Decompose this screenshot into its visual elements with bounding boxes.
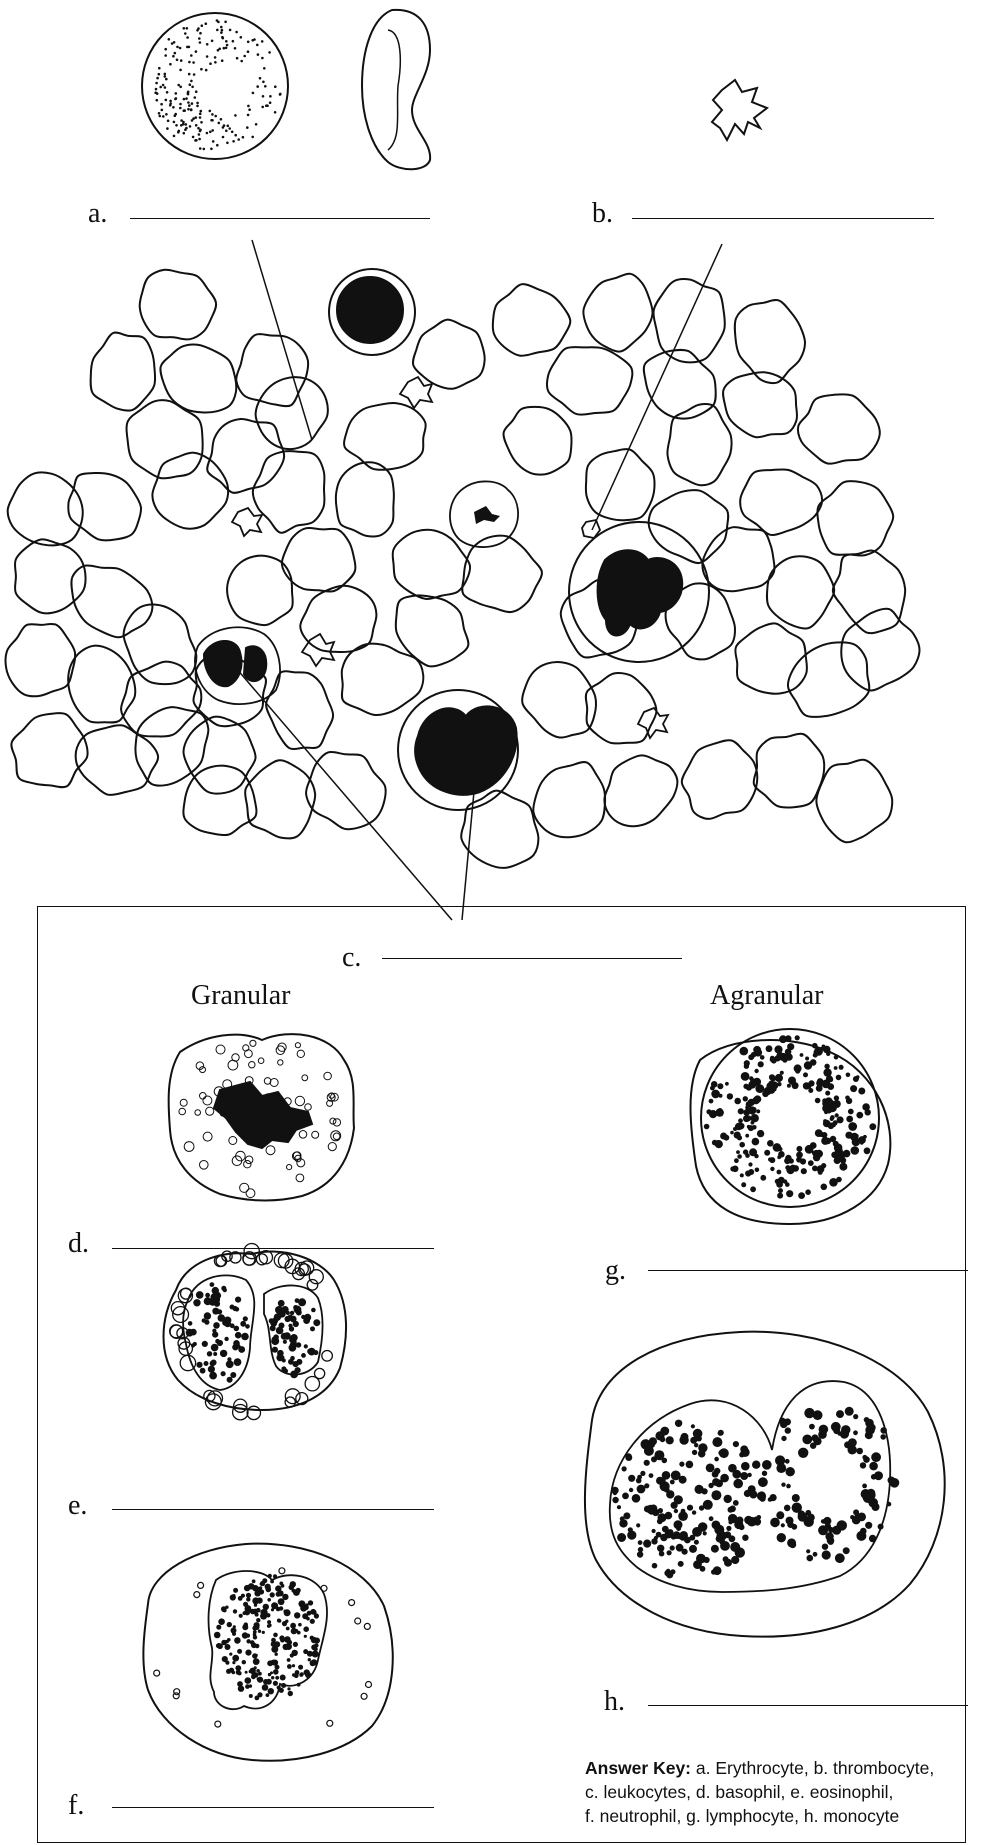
red-blood-cell <box>723 372 797 437</box>
red-blood-cell <box>152 453 228 529</box>
thrombocyte-illustration <box>712 80 767 140</box>
answer-blank-g[interactable] <box>648 1270 968 1271</box>
label-d: d. <box>68 1230 89 1258</box>
smear-platelets <box>232 377 668 738</box>
red-blood-cell <box>462 536 542 612</box>
heading-agranular: Agranular <box>710 982 824 1010</box>
red-blood-cell <box>413 320 485 389</box>
erythrocyte-side-view <box>362 10 430 169</box>
answer-blank-b[interactable] <box>632 218 934 219</box>
label-e: e. <box>68 1492 87 1520</box>
red-blood-cell <box>8 472 83 545</box>
red-blood-cell <box>336 462 394 536</box>
answer-key-line-1-text: a. Erythrocyte, b. thrombocyte, <box>696 1758 934 1778</box>
answer-key-line-3: f. neutrophil, g. lymphocyte, h. monocyt… <box>585 1804 985 1828</box>
smear-neutrophil <box>569 522 709 662</box>
red-blood-cell <box>682 740 758 819</box>
red-blood-cell <box>817 481 893 556</box>
red-blood-cell <box>344 403 426 470</box>
smear-basophil <box>450 481 518 547</box>
red-blood-cell <box>653 279 724 362</box>
red-blood-cell <box>183 717 255 794</box>
red-blood-cell <box>767 556 834 628</box>
label-a: a. <box>88 200 107 228</box>
smear-lymphocyte <box>329 269 415 355</box>
red-blood-cell <box>245 760 315 838</box>
smear-monocyte <box>398 690 518 810</box>
red-blood-cell <box>393 530 470 599</box>
red-blood-cell <box>140 270 216 340</box>
red-blood-cell <box>504 407 572 475</box>
answer-key-title: Answer Key: <box>585 1758 691 1778</box>
red-blood-cell <box>833 550 905 633</box>
red-blood-cell <box>91 333 155 411</box>
red-blood-cell <box>604 755 677 826</box>
answer-blank-a[interactable] <box>130 218 430 219</box>
red-blood-cell <box>266 671 333 749</box>
smear-eosinophil <box>195 627 280 704</box>
red-blood-cell <box>735 623 807 693</box>
red-blood-cell <box>649 490 729 563</box>
red-blood-cell <box>788 642 869 717</box>
answer-blank-h[interactable] <box>648 1705 968 1706</box>
red-blood-cell <box>300 586 376 652</box>
red-blood-cell <box>740 469 822 535</box>
red-blood-cell <box>754 734 825 808</box>
erythrocyte-face-view <box>142 13 288 159</box>
answer-blank-c[interactable] <box>382 958 682 959</box>
answer-blank-e[interactable] <box>112 1509 434 1510</box>
red-blood-cell <box>282 528 356 592</box>
red-blood-cell <box>253 451 325 533</box>
answer-blank-d[interactable] <box>112 1248 434 1249</box>
answer-key: Answer Key: a. Erythrocyte, b. thrombocy… <box>585 1756 985 1828</box>
label-b: b. <box>592 200 613 228</box>
red-blood-cell <box>68 646 135 723</box>
answer-key-line-2: c. leukocytes, d. basophil, e. eosinophi… <box>585 1780 985 1804</box>
heading-granular: Granular <box>191 982 291 1010</box>
red-blood-cell <box>547 347 632 415</box>
red-blood-cell <box>667 404 731 485</box>
red-blood-cell <box>236 334 308 406</box>
leukocyte-panel-frame <box>37 906 966 1843</box>
answer-blank-f[interactable] <box>112 1807 434 1808</box>
red-blood-cell <box>798 394 880 463</box>
answer-key-line-1: Answer Key: a. Erythrocyte, b. thrombocy… <box>585 1756 985 1780</box>
red-blood-cell <box>493 284 571 356</box>
red-blood-cell <box>702 527 774 591</box>
label-c: c. <box>342 944 361 972</box>
red-blood-cell <box>735 300 805 383</box>
red-blood-cell <box>256 377 328 449</box>
red-blood-cell <box>586 449 655 520</box>
red-blood-cell <box>522 662 596 738</box>
red-blood-cell <box>6 624 76 696</box>
red-blood-cell <box>396 595 469 666</box>
red-blood-cell <box>583 274 652 352</box>
red-blood-cell <box>71 565 152 637</box>
label-h: h. <box>604 1688 625 1716</box>
red-blood-cell <box>816 760 892 843</box>
label-g: g. <box>605 1257 626 1285</box>
red-blood-cell <box>533 762 605 837</box>
label-f: f. <box>68 1792 84 1820</box>
